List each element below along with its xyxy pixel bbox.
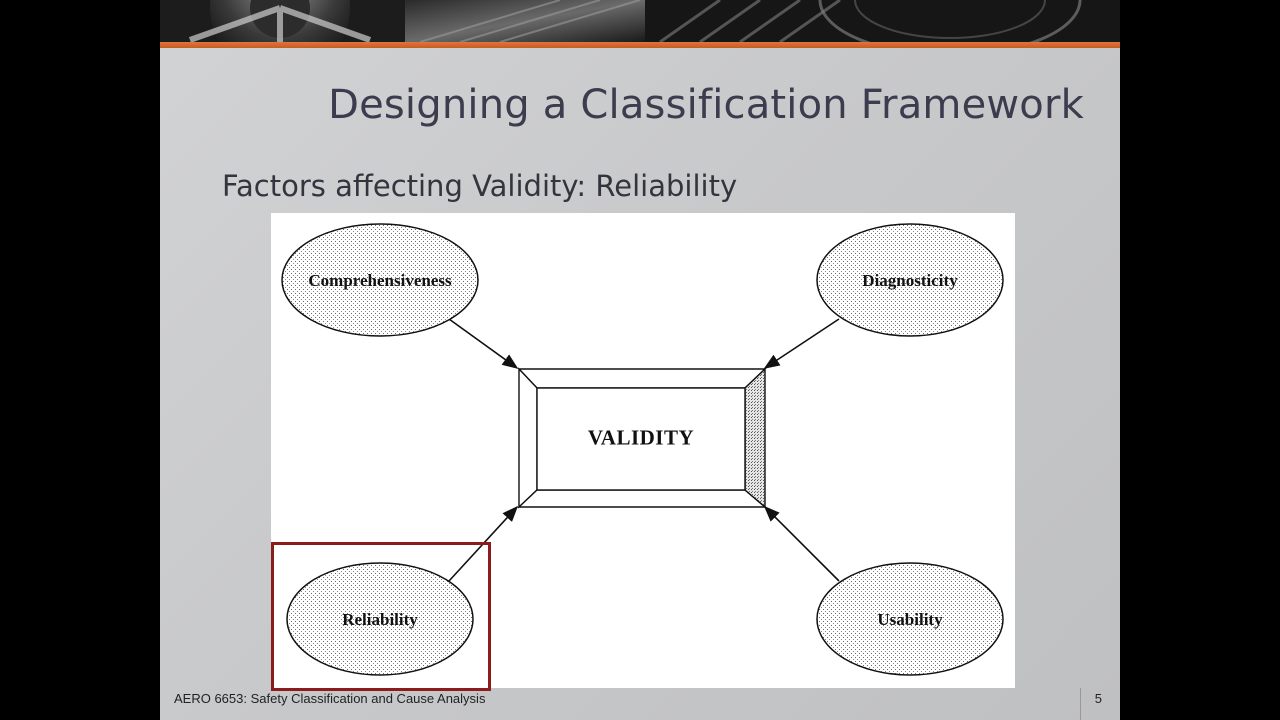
header-accent-bar bbox=[160, 42, 1120, 48]
node-diagnosticity bbox=[816, 223, 1004, 337]
diagram-graphic bbox=[281, 223, 1004, 676]
page-number: 5 bbox=[1094, 691, 1102, 706]
footer-divider bbox=[1080, 688, 1081, 720]
banner-graphic bbox=[160, 0, 1120, 42]
label-validity: VALIDITY bbox=[587, 425, 695, 450]
arrow-comprehensiveness bbox=[448, 318, 519, 369]
arrow-usability bbox=[763, 505, 840, 582]
label-diagnosticity: Diagnosticity bbox=[862, 271, 958, 290]
node-reliability bbox=[286, 562, 474, 676]
label-usability: Usability bbox=[877, 610, 943, 629]
validity-box bbox=[517, 367, 767, 509]
slide-title: Designing a Classification Framework bbox=[328, 82, 1084, 128]
header-banner-image bbox=[160, 0, 1120, 42]
arrow-diagnosticity bbox=[763, 318, 840, 369]
label-reliability: Reliability bbox=[342, 610, 418, 629]
node-comprehensiveness bbox=[281, 223, 479, 337]
reliability-highlight-box bbox=[271, 542, 491, 691]
slide-footer: AERO 6653: Safety Classification and Cau… bbox=[174, 691, 486, 706]
validity-diagram: Comprehensiveness Diagnosticity Reliabil… bbox=[271, 213, 1015, 691]
node-usability bbox=[816, 562, 1004, 676]
slide: Designing a Classification Framework Fac… bbox=[160, 0, 1120, 720]
slide-subtitle: Factors affecting Validity: Reliability bbox=[222, 169, 738, 203]
label-comprehensiveness: Comprehensiveness bbox=[308, 271, 452, 290]
